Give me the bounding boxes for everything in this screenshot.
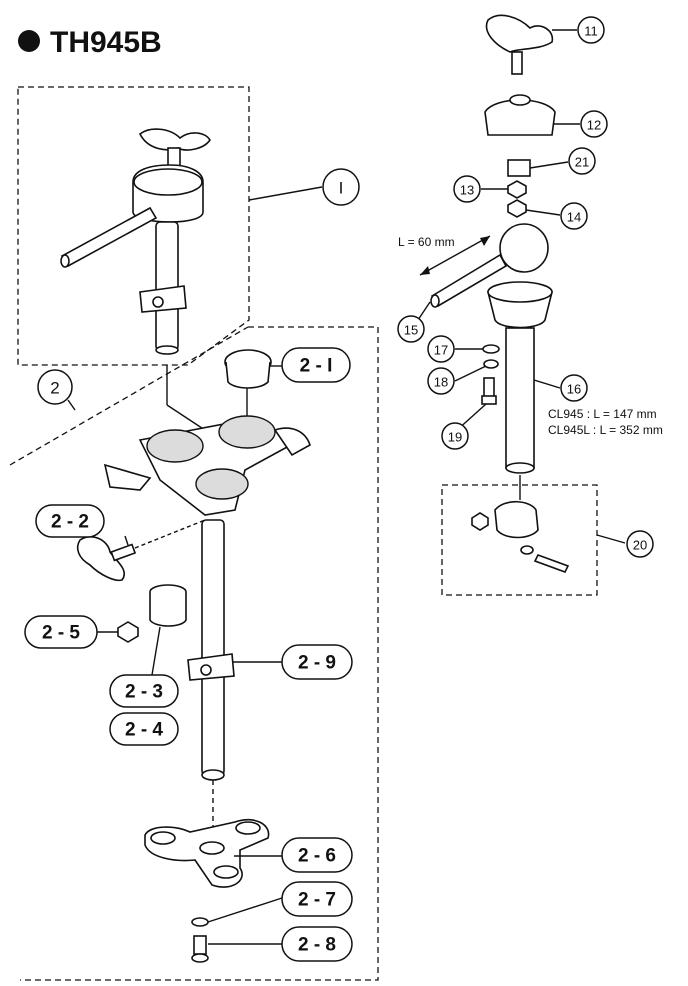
svg-text:2 - 9: 2 - 9 [298, 653, 336, 674]
callout-12: 12 [580, 110, 608, 138]
part-1-frame [17, 86, 250, 366]
callout-13: 13 [453, 175, 481, 203]
callout-2-8: 2 - 8 [281, 926, 353, 962]
callout-2: 2 [37, 369, 73, 405]
part-11-wing-bolt [485, 14, 554, 75]
callout-15: 15 [397, 315, 425, 343]
part-12-cup [484, 94, 556, 136]
svg-text:2 - 8: 2 - 8 [298, 935, 336, 956]
callout-11: 11 [577, 16, 605, 44]
callout-14: 14 [560, 202, 588, 230]
callout-2-9: 2 - 9 [281, 644, 353, 680]
callout-2-6: 2 - 6 [281, 837, 353, 873]
callout-19: 19 [441, 422, 469, 450]
title-bullet-icon [18, 30, 40, 52]
callout-2-1: 2 - I [281, 347, 351, 383]
part-21-block [507, 159, 531, 177]
part-2-8-screw [191, 935, 209, 963]
part-2-5-nut [117, 621, 139, 643]
part-19-bolt [481, 377, 497, 405]
part-2-7-washer [191, 917, 209, 927]
svg-text:12: 12 [587, 118, 601, 133]
callout-20: 20 [626, 530, 654, 558]
part-1-drawing [60, 128, 211, 355]
svg-text:2 - 6: 2 - 6 [298, 846, 336, 867]
part-2-6-base-plate [144, 818, 270, 888]
cl945l-note: CL945L : L = 352 mm [548, 423, 663, 437]
guide-line-2-2 [134, 519, 206, 549]
svg-text:2: 2 [50, 379, 59, 398]
part-18-lock-washer [483, 359, 499, 369]
part-2-2-wing-bolt [76, 536, 137, 582]
svg-text:20: 20 [633, 538, 647, 553]
svg-text:I: I [339, 179, 344, 198]
callout-18: 18 [427, 367, 455, 395]
svg-text:2 - I: 2 - I [300, 356, 333, 377]
callout-1: I [322, 168, 360, 206]
svg-text:2 - 7: 2 - 7 [298, 890, 336, 911]
part-2-3-sleeve [149, 584, 187, 627]
part-2-9-tube [187, 519, 235, 781]
callout-2-2: 2 - 2 [35, 504, 105, 538]
callout-16: 16 [560, 374, 588, 402]
part-13-nut [507, 180, 527, 199]
part-2-frame [9, 326, 379, 981]
part-2-1-cap [224, 349, 272, 389]
svg-text:15: 15 [404, 323, 418, 338]
svg-text:14: 14 [567, 210, 581, 225]
svg-text:11: 11 [584, 24, 598, 39]
title-group: TH945B [18, 26, 162, 59]
callout-21: 21 [568, 147, 596, 175]
callout-2-4: 2 - 4 [109, 712, 179, 746]
leader-lines [67, 29, 626, 945]
part-20-frame [441, 484, 598, 596]
svg-text:19: 19 [448, 430, 462, 445]
part-14-nut [507, 199, 527, 218]
cl945-note: CL945 : L = 147 mm [548, 407, 657, 421]
callout-2-7: 2 - 7 [281, 881, 353, 917]
part-17-washer [482, 344, 500, 354]
part-16-tube [487, 281, 553, 474]
page-title: TH945B [50, 26, 162, 59]
svg-text:2 - 4: 2 - 4 [125, 720, 163, 741]
callout-2-5: 2 - 5 [24, 615, 98, 649]
svg-text:2 - 3: 2 - 3 [125, 682, 163, 703]
svg-text:21: 21 [575, 155, 589, 170]
svg-text:17: 17 [434, 343, 448, 358]
callout-17: 17 [427, 335, 455, 363]
multi-clamp-body [103, 415, 311, 516]
part-15-ball-arm [419, 223, 549, 308]
svg-text:16: 16 [567, 382, 581, 397]
svg-text:2 - 2: 2 - 2 [51, 512, 89, 533]
svg-text:18: 18 [434, 375, 448, 390]
svg-text:13: 13 [460, 183, 474, 198]
callout-2-3: 2 - 3 [109, 674, 179, 708]
part-15-length-note: L = 60 mm [398, 235, 455, 249]
part-20-memory-lock [471, 500, 570, 573]
svg-text:2 - 5: 2 - 5 [42, 623, 80, 644]
